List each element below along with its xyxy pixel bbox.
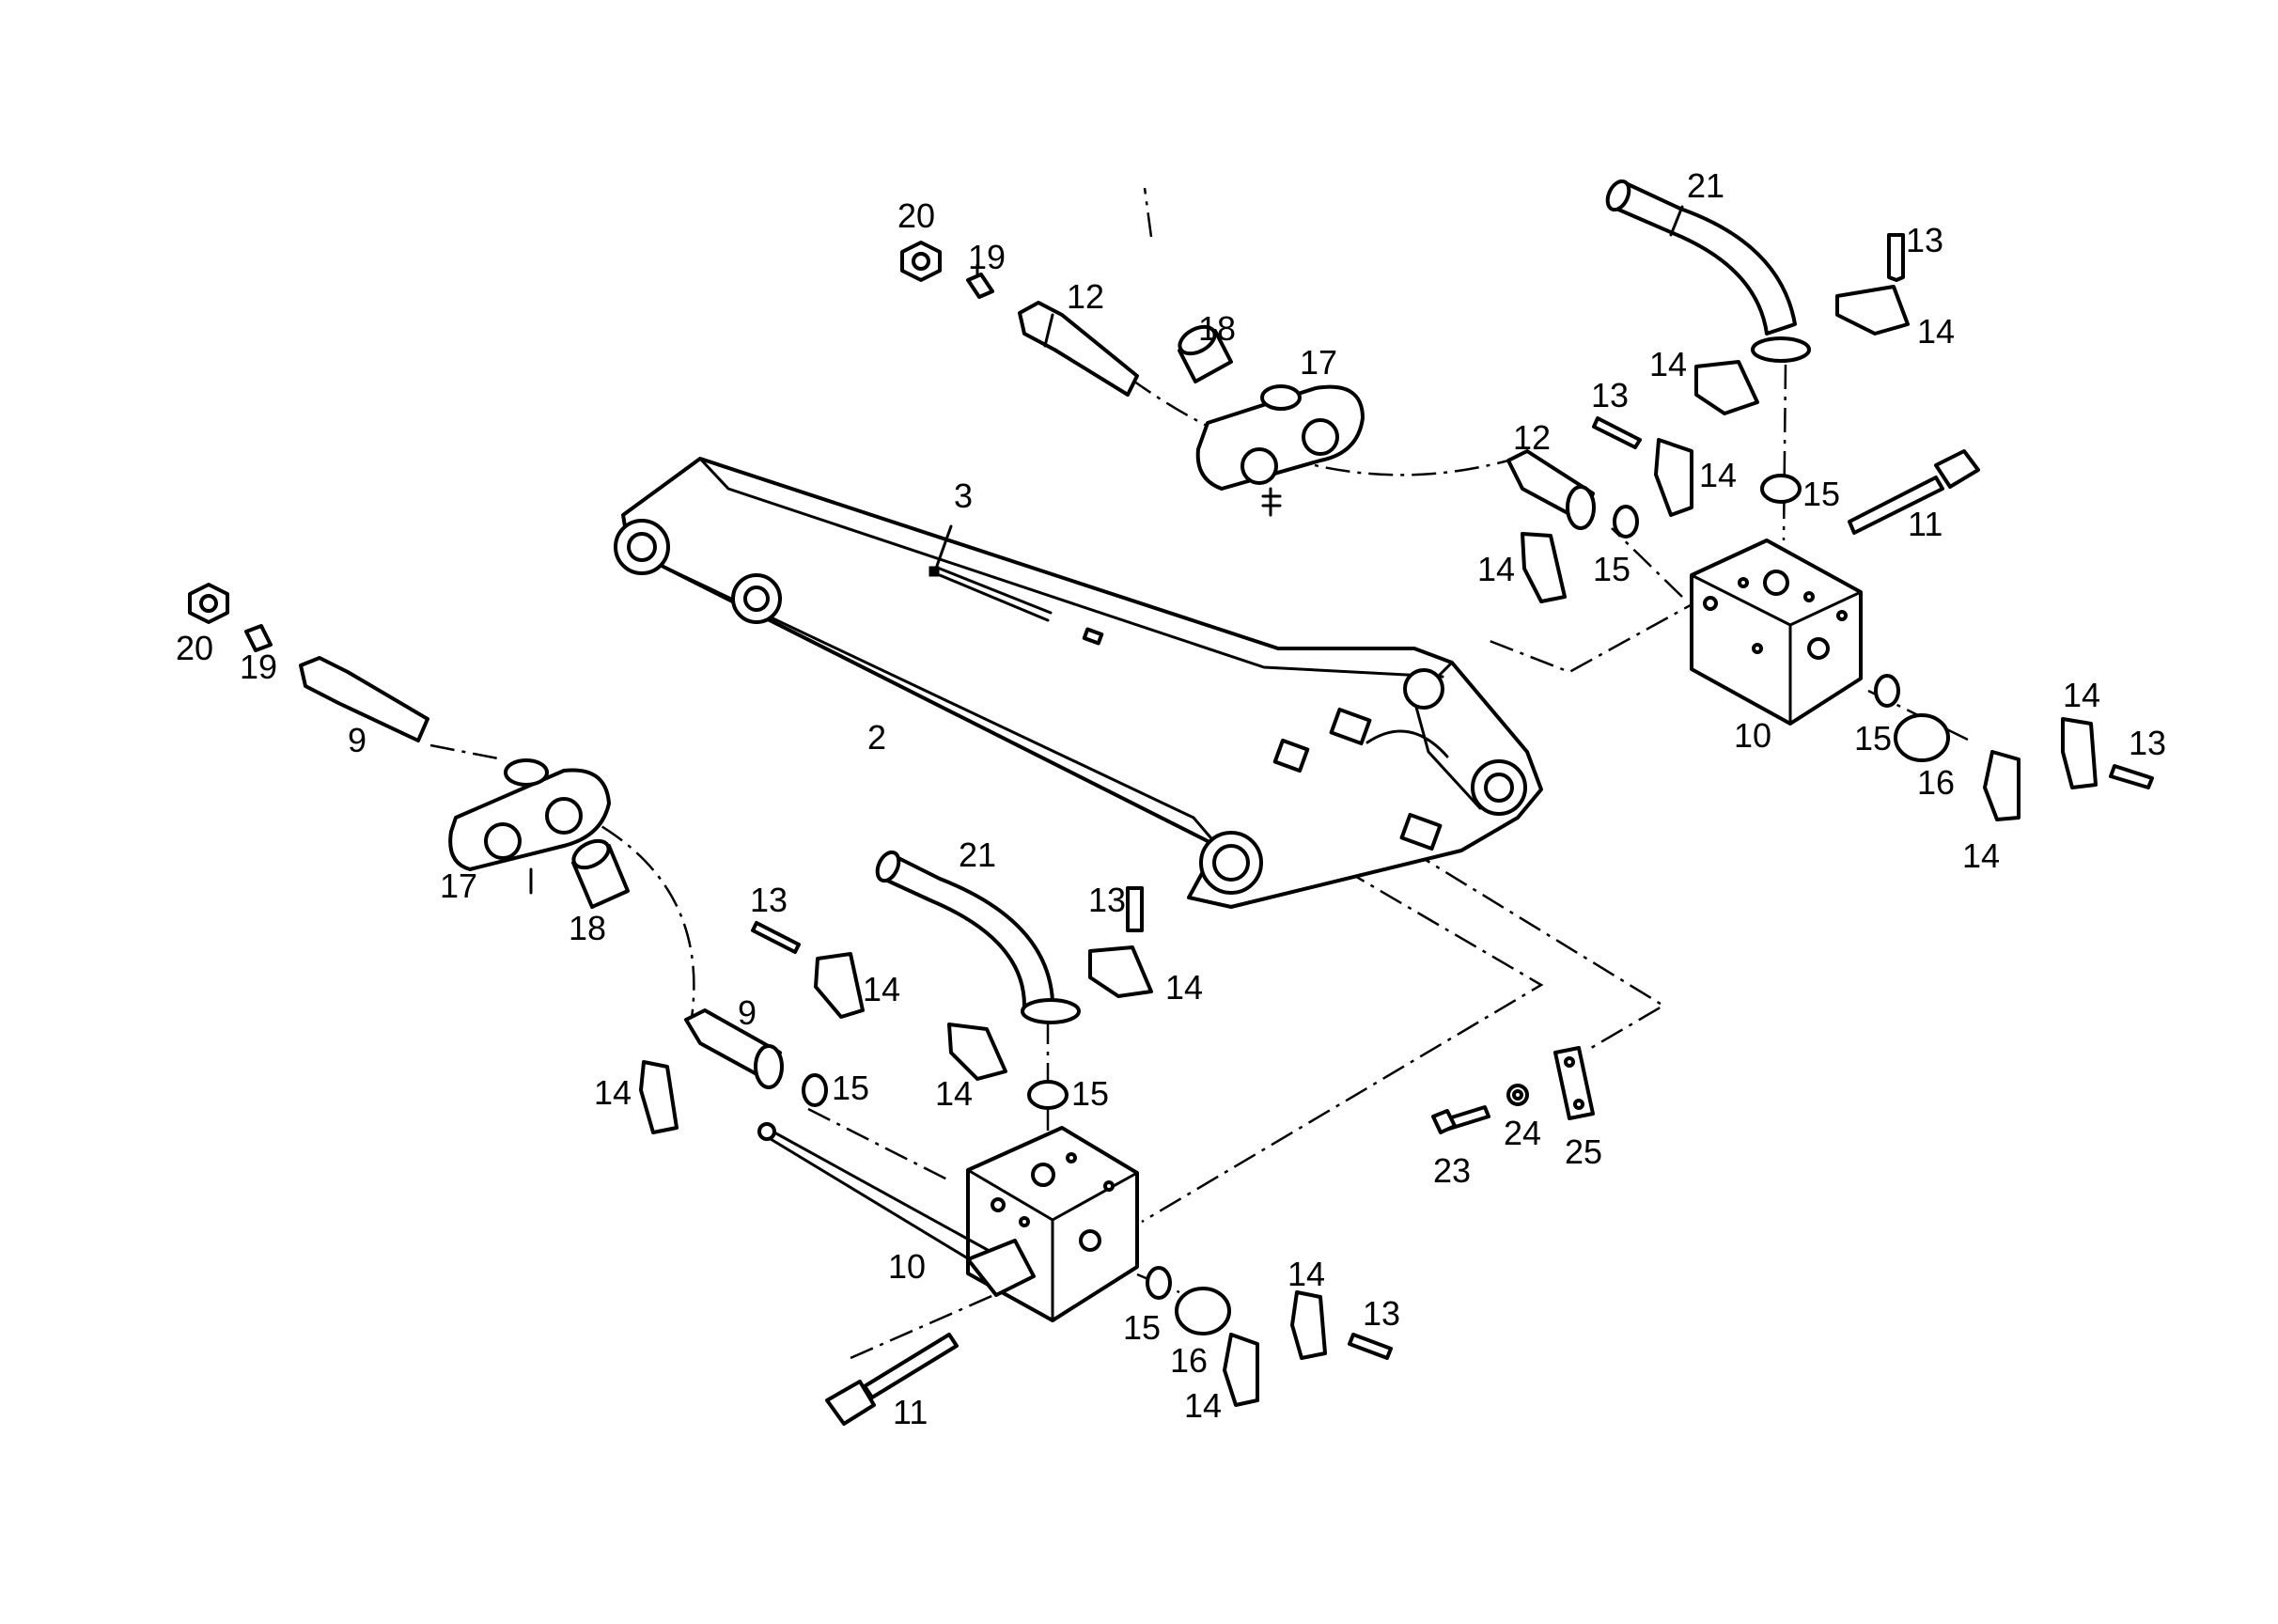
- callout-10: 10: [1734, 716, 1771, 755]
- lower-long-bolt: [825, 1333, 959, 1426]
- callout-13: 13: [750, 881, 788, 919]
- callout-13: 13: [1088, 881, 1126, 919]
- callout-20: 20: [897, 196, 935, 235]
- right-flange-halves: [1521, 285, 2098, 821]
- callout-14: 14: [1962, 836, 2000, 875]
- callout-labels: 2 3 9 9 10 10 11 11 12 12 13 13 13 13 13…: [176, 166, 2166, 1431]
- middle-hose: [875, 850, 1081, 1024]
- callout-17: 17: [440, 867, 477, 905]
- upper-pin: [1018, 301, 1139, 397]
- callout-2: 2: [867, 718, 886, 757]
- washer-24: [1506, 1084, 1529, 1106]
- left-grease-nipple: [244, 624, 273, 652]
- callout-15: 15: [1123, 1308, 1161, 1347]
- callout-25: 25: [1565, 1132, 1602, 1171]
- callout-14: 14: [1699, 456, 1737, 494]
- callout-9: 9: [738, 993, 757, 1032]
- callout-16: 16: [1917, 763, 1955, 802]
- lower-orings: [802, 1073, 1172, 1300]
- lower-screws: [751, 886, 1393, 1360]
- lower-cap: [1175, 1287, 1231, 1335]
- boom-arm: [614, 457, 1543, 909]
- callout-11: 11: [893, 1393, 928, 1431]
- callout-17: 17: [1300, 343, 1337, 382]
- left-lock-nut: [188, 583, 229, 624]
- callout-14: 14: [594, 1073, 632, 1112]
- callout-13: 13: [1906, 221, 1943, 259]
- callout-3: 3: [954, 476, 973, 515]
- right-cap: [1894, 713, 1950, 762]
- callout-9: 9: [348, 721, 367, 759]
- right-orings: [1613, 474, 1900, 708]
- left-clamp: [448, 758, 611, 895]
- callout-21: 21: [1687, 166, 1724, 205]
- callout-13: 13: [2129, 724, 2166, 762]
- lower-flange-halves: [639, 945, 1327, 1407]
- upper-grease-nipple: [966, 263, 994, 299]
- right-pin-12: [1506, 449, 1596, 530]
- callout-15: 15: [1071, 1074, 1109, 1113]
- callout-16: 16: [1170, 1341, 1208, 1380]
- upper-lock-nut: [900, 241, 942, 282]
- right-long-bolt: [1848, 449, 1980, 535]
- callout-14: 14: [1917, 312, 1955, 351]
- callout-14: 14: [863, 970, 900, 1008]
- callout-18: 18: [1198, 309, 1236, 348]
- hex-bolt-23: [1431, 1105, 1490, 1134]
- callout-14: 14: [1165, 968, 1203, 1007]
- callout-23: 23: [1433, 1151, 1471, 1190]
- callout-20: 20: [176, 629, 213, 667]
- callout-14: 14: [1477, 550, 1515, 588]
- left-pin: [299, 656, 429, 742]
- right-hose: [1605, 179, 1811, 363]
- callout-12: 12: [1513, 418, 1551, 457]
- callout-15: 15: [832, 1069, 869, 1107]
- callout-14: 14: [1649, 345, 1687, 383]
- right-valve-block: [1690, 539, 1863, 726]
- callout-15: 15: [1593, 550, 1630, 588]
- decal-strip: [928, 524, 1053, 622]
- callout-14: 14: [2063, 676, 2100, 714]
- lower-lever: [757, 1122, 1036, 1297]
- callout-19: 19: [968, 238, 1006, 276]
- right-screws: [1592, 233, 2154, 789]
- callout-19: 19: [240, 648, 277, 686]
- callout-10: 10: [888, 1247, 926, 1286]
- lower-pin-9: [684, 1008, 784, 1089]
- callout-21: 21: [959, 835, 996, 874]
- callout-15: 15: [1854, 719, 1892, 757]
- callout-12: 12: [1067, 277, 1104, 316]
- upper-bushing: [1178, 324, 1233, 383]
- callout-15: 15: [1802, 475, 1840, 513]
- callout-14: 14: [935, 1074, 973, 1113]
- callout-14: 14: [1184, 1386, 1222, 1425]
- left-bushing: [571, 838, 630, 909]
- callout-24: 24: [1504, 1114, 1541, 1152]
- callout-11: 11: [1908, 505, 1943, 543]
- upper-clamp: [1195, 384, 1365, 517]
- callout-13: 13: [1363, 1294, 1400, 1333]
- callout-13: 13: [1591, 376, 1629, 414]
- plate-25: [1553, 1046, 1595, 1120]
- callout-14: 14: [1287, 1255, 1325, 1293]
- callout-18: 18: [569, 909, 606, 947]
